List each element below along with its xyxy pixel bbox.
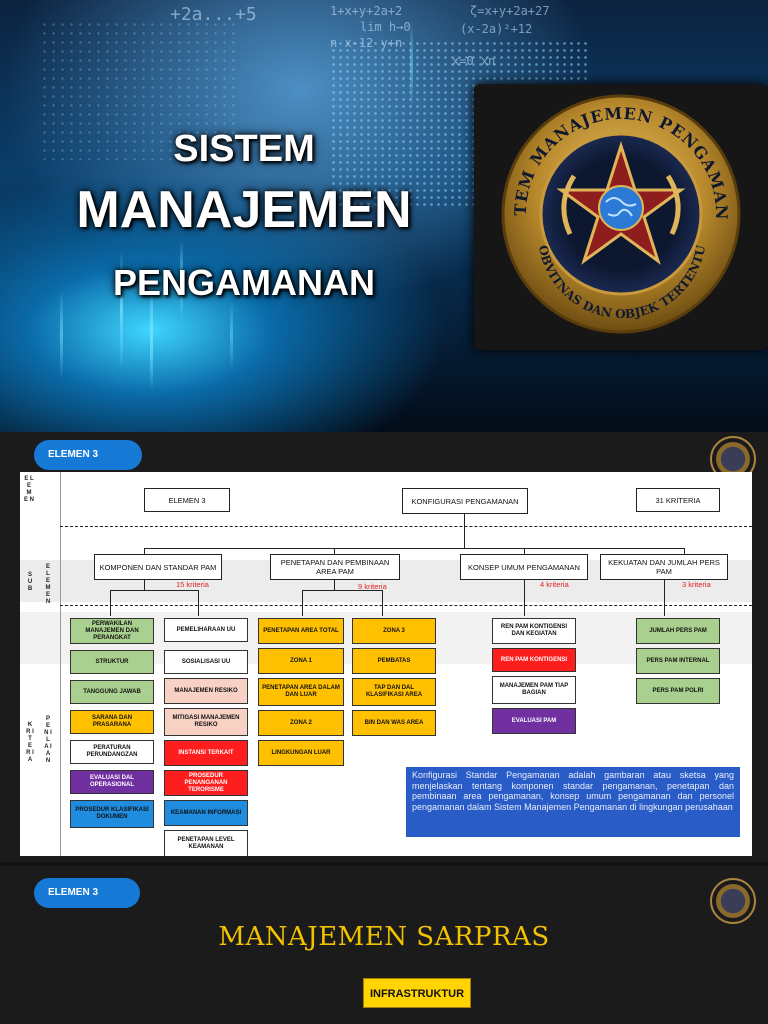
sistem-manajemen-pengamanan-logo: SISTEM MANAJEMEN PENGAMANAN OBVITNAS DAN…: [466, 69, 741, 334]
kriteria-box: TANGGUNG JAWAB: [70, 680, 154, 704]
sub-konsep-umum: KONSEP UMUM PENGAMANAN: [460, 554, 588, 580]
kriteria-box: PERATURAN PERUNDANGZAN: [70, 740, 154, 764]
side-label-kriteria: K R I T E R I A: [26, 722, 34, 763]
connector: [110, 590, 111, 616]
kriteria-box: PERS PAM POLRI: [636, 678, 720, 704]
connector: [524, 548, 525, 554]
infrastruktur-box: INFRASTRUKTUR: [363, 978, 471, 1008]
slide-elemen-3-konfigurasi: ELEMEN 3 E L E M E N S U B E L E M E N K…: [0, 432, 768, 862]
elemen-pill: ELEMEN 3: [34, 878, 140, 908]
math-formula: 1+x+y+2a+2: [330, 4, 403, 18]
connector: [302, 590, 382, 591]
kriteria-box: STRUKTUR: [70, 650, 154, 674]
kriteria-box: REN PAM KONTIGENSI DAN KEGIATAN: [492, 618, 576, 644]
konfigurasi-pengamanan-box: KONFIGURASI PENGAMANAN: [402, 488, 528, 514]
kriteria-box: PENETAPAN AREA DALAM DAN LUAR: [258, 678, 344, 706]
kriteria-box: PROSEDUR KLASIFIKASI DOKUMEN: [70, 800, 154, 828]
emblem-icon: [710, 878, 756, 924]
kriteria-box: PEMBATAS: [352, 648, 436, 674]
light-streak: [410, 20, 413, 110]
kriteria-box: MANAJEMEN RESIKO: [164, 678, 248, 704]
light-streak: [60, 290, 63, 380]
kriteria-box: REN PAM KONTIGENSI: [492, 648, 576, 672]
cover-title-pengamanan: PENGAMANAN: [112, 262, 375, 303]
kriteria-box: LINGKUNGAN LUAR: [258, 740, 344, 766]
kriteria-box: EVALUASI DAL OPERASIONAL: [70, 770, 154, 794]
side-label-sub-elemen: E L E M E N: [45, 564, 51, 605]
konfigurasi-diagram: E L E M E N S U B E L E M E N K R I T E …: [20, 472, 752, 856]
kriteria-count-label: 4 kriteria: [540, 580, 569, 589]
math-formula: (x-2a)²+12: [460, 22, 533, 36]
kriteria-box: JUMLAH PERS PAM: [636, 618, 720, 644]
logo-card: SISTEM MANAJEMEN PENGAMANAN OBVITNAS DAN…: [466, 69, 768, 350]
kriteria-box: KEAMANAN INFORMASI: [164, 800, 248, 826]
cover-title-sistem: SISTEM: [173, 128, 315, 170]
connector: [302, 590, 303, 616]
kriteria-box: PEMELIHARAAN UU: [164, 618, 248, 642]
kriteria-box: PERWAKILAN MANAJEMEN DAN PERANGKAT: [70, 618, 154, 644]
math-formula: +2a...+5: [170, 4, 257, 25]
math-formula: ζ=x+y+2a+27: [470, 4, 550, 18]
kriteria-box: PENETAPAN AREA TOTAL: [258, 618, 344, 644]
cover-title-manajemen: MANAJEMEN: [76, 181, 412, 239]
kriteria-box: BIN DAN WAS AREA: [352, 710, 436, 736]
light-streak: [230, 300, 233, 370]
side-divider: [60, 472, 61, 856]
kriteria-box: PENETAPAN LEVEL KEAMANAN: [164, 830, 248, 856]
kriteria-count-label: 9 kriteria: [358, 582, 387, 591]
connector: [382, 590, 383, 616]
kriteria-box: ZONA 1: [258, 648, 344, 674]
kriteria-box: PROSEDUR PENANGANAN TERORISME: [164, 770, 248, 796]
description-box: Konfigurasi Standar Pengamanan adalah ga…: [406, 767, 740, 837]
connector: [144, 548, 685, 549]
separator-dashed: [60, 605, 752, 606]
side-label-elemen: E L E M E N: [24, 476, 35, 503]
kriteria-box: MITIGASI MANAJEMEN RESIKO: [164, 708, 248, 736]
sub-kekuatan-jumlah: KEKUATAN DAN JUMLAH PERS PAM: [600, 554, 728, 580]
elemen-pill: ELEMEN 3: [34, 440, 142, 470]
kriteria-box: EVALUASI PAM: [492, 708, 576, 734]
slide-title: MANAJEMEN SARPRAS: [218, 922, 550, 952]
connector: [110, 590, 198, 591]
sub-komponen-standar: KOMPONEN DAN STANDAR PAM: [94, 554, 222, 580]
elemen-3-box: ELEMEN 3: [144, 488, 230, 512]
side-label-penilaian: P E N I L A I A N: [44, 716, 52, 764]
connector: [524, 580, 525, 616]
kriteria-box: SARANA DAN PRASARANA: [70, 710, 154, 734]
math-formula: n x-12 y+n: [330, 36, 403, 50]
side-label-sub: S U B: [27, 572, 33, 592]
math-formula: x=0 xn: [452, 54, 496, 68]
connector: [144, 580, 145, 590]
background-dot-grid: [40, 20, 240, 160]
kriteria-box: TAP DAN DAL KLASIFIKASI AREA: [352, 678, 436, 706]
connector: [684, 548, 685, 554]
light-streak: [150, 280, 153, 390]
light-streak: [120, 250, 123, 370]
sub-penetapan-pembinaan: PENETAPAN DAN PEMBINAAN AREA PAM: [270, 554, 400, 580]
connector: [334, 580, 335, 590]
kriteria-box: SOSIALISASI UU: [164, 650, 248, 674]
globe-icon: [598, 185, 644, 231]
kriteria-box: ZONA 2: [258, 710, 344, 736]
cover-slide: 1+x+y+2a+2 lim h→0 n x-12 y+n (x-2a)²+12…: [0, 0, 768, 432]
connector: [334, 548, 335, 554]
separator-dashed: [60, 526, 752, 527]
slide-manajemen-sarpras: ELEMEN 3 MANAJEMEN SARPRAS INFRASTRUKTUR: [0, 866, 768, 1024]
laurel-icon: [561, 174, 681, 236]
connector: [664, 580, 665, 616]
kriteria-box: PERS PAM INTERNAL: [636, 648, 720, 674]
kriteria-box: MANAJEMEN PAM TIAP BAGIAN: [492, 676, 576, 704]
kriteria-box: ZONA 3: [352, 618, 436, 644]
math-formula: lim h→0: [360, 20, 411, 34]
kriteria-box: INSTANSI TERKAIT: [164, 740, 248, 766]
light-streak: [180, 240, 183, 320]
connector: [464, 514, 465, 548]
kriteria-count-box: 31 KRITERIA: [636, 488, 720, 512]
connector: [198, 590, 199, 616]
kriteria-count-label: 3 kriteria: [682, 580, 711, 589]
kriteria-count-label: 15 kriteria: [176, 580, 209, 589]
connector: [144, 548, 145, 554]
